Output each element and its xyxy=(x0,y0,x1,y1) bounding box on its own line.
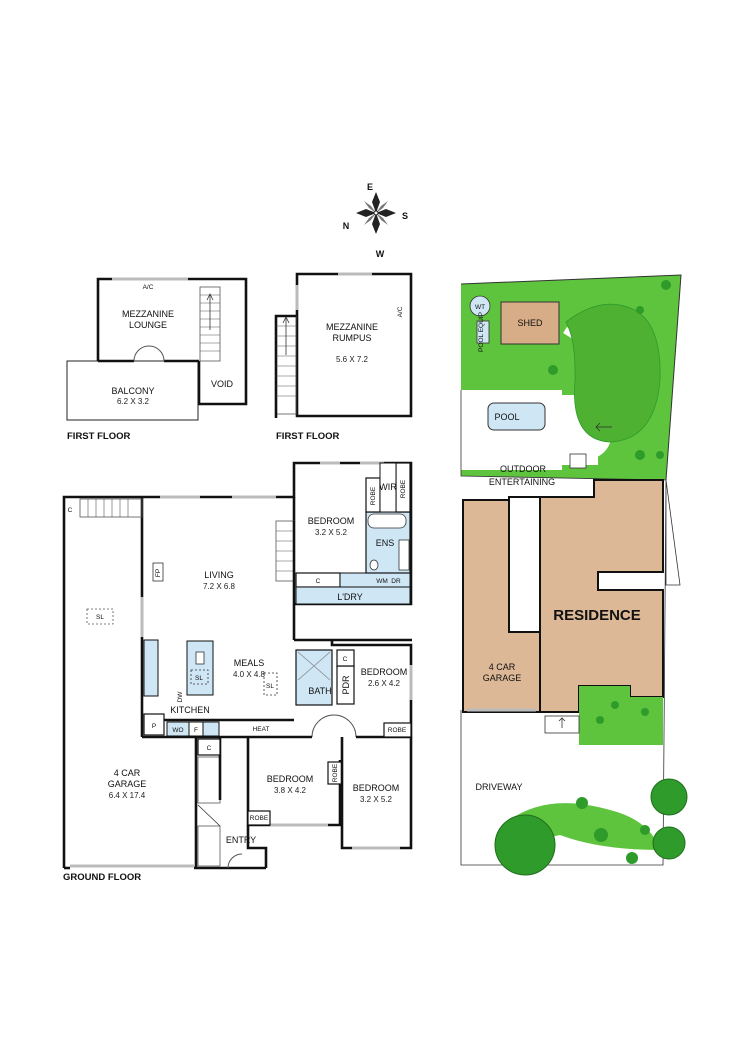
compass-west: W xyxy=(376,249,385,259)
laundry-label: L'DRY xyxy=(337,592,363,602)
robe-label-bed1b: ROBE xyxy=(400,479,407,498)
site-garage-label-2: GARAGE xyxy=(483,673,522,683)
skylight-label-meals: SL xyxy=(266,683,274,690)
cupboard-label-garage: C xyxy=(68,507,73,514)
ensuite-label: ENS xyxy=(376,538,395,548)
residence-label: RESIDENCE xyxy=(553,607,641,624)
first-floor-left-plan xyxy=(66,277,248,421)
compass-east: E xyxy=(367,182,373,192)
cupboard-label-pdr: C xyxy=(343,656,348,663)
bedroom-4-label: BEDROOM xyxy=(353,783,400,793)
garage-dimensions: 6.4 X 17.4 xyxy=(109,791,146,800)
ac-label-rumpus: A/C xyxy=(397,306,404,317)
pantry-label: P xyxy=(152,723,156,730)
balcony-dimensions: 6.2 X 3.2 xyxy=(117,397,150,406)
dryer-label: DR xyxy=(391,578,401,585)
garage-label-1: 4 CAR xyxy=(114,768,141,778)
cupboard-label-entry: C xyxy=(207,745,212,752)
bedroom-3-dimensions: 3.8 X 4.2 xyxy=(274,786,307,795)
balcony-label: BALCONY xyxy=(111,386,154,396)
mezzanine-lounge-label-1: MEZZANINE xyxy=(122,309,174,319)
ground-floor-title: GROUND FLOOR xyxy=(63,872,141,883)
bath-label: BATH xyxy=(308,686,331,696)
fridge-label: F xyxy=(194,727,198,734)
compass-north: N xyxy=(343,221,350,231)
robe-label-bed3: ROBE xyxy=(250,815,269,822)
first-floor-title-left: FIRST FLOOR xyxy=(67,431,130,442)
ground-floor-plan xyxy=(62,461,413,870)
bedroom-4-dimensions: 3.2 X 5.2 xyxy=(360,795,393,804)
cupboard-label-ldry: C xyxy=(316,578,321,585)
robe-label-bed1: ROBE xyxy=(370,486,377,505)
water-tank-label: WT xyxy=(475,304,485,311)
mezzanine-rumpus-dimensions: 5.6 X 7.2 xyxy=(336,355,369,364)
pool-equip-label: POOL EQUIP xyxy=(478,312,485,352)
fireplace-label: FP xyxy=(155,569,162,577)
mezzanine-lounge-label-2: LOUNGE xyxy=(129,320,167,330)
garage-label-2: GARAGE xyxy=(108,779,147,789)
bedroom-2-label: BEDROOM xyxy=(361,667,408,677)
robe-label-bed3b: ROBE xyxy=(332,763,339,782)
first-floor-right-plan xyxy=(274,272,413,418)
bedroom-2-dimensions: 2.6 X 4.2 xyxy=(368,679,401,688)
outdoor-label-2: ENTERTAINING xyxy=(489,477,555,487)
wall-oven-label: WO xyxy=(172,727,183,734)
wir-label: WIR xyxy=(379,482,397,492)
kitchen-label: KITCHEN xyxy=(170,705,210,715)
robe-label-bed2: ROBE xyxy=(388,727,407,734)
bedroom-1-dimensions: 3.2 X 5.2 xyxy=(315,528,348,537)
entry-label: ENTRY xyxy=(226,835,256,845)
meals-dimensions: 4.0 X 4.8 xyxy=(233,670,266,679)
meals-label: MEALS xyxy=(234,658,265,668)
pool-label: POOL xyxy=(494,412,519,422)
skylight-label-kitchen: SL xyxy=(195,675,203,682)
bedroom-1-label: BEDROOM xyxy=(308,516,355,526)
driveway-label: DRIVEWAY xyxy=(475,782,522,792)
site-plan xyxy=(460,274,688,876)
first-floor-title-right: FIRST FLOOR xyxy=(276,431,339,442)
skylight-label-garage: SL xyxy=(96,614,104,621)
living-dimensions: 7.2 X 6.8 xyxy=(203,582,236,591)
compass-south: S xyxy=(402,211,408,221)
outdoor-label-1: OUTDOOR xyxy=(500,464,546,474)
powder-room-label: PDR xyxy=(341,675,351,695)
ac-label: A/C xyxy=(143,284,154,291)
mezzanine-rumpus-label-2: RUMPUS xyxy=(332,333,371,343)
dishwasher-label: DW xyxy=(177,691,184,703)
shed-label: SHED xyxy=(517,318,543,328)
bedroom-3-label: BEDROOM xyxy=(267,774,314,784)
living-label: LIVING xyxy=(204,570,234,580)
compass-rose xyxy=(356,192,396,234)
void-label: VOID xyxy=(211,379,234,389)
site-garage-label-1: 4 CAR xyxy=(489,662,516,672)
heater-label: HEAT xyxy=(253,726,270,733)
washing-machine-label: WM xyxy=(376,578,388,585)
mezzanine-rumpus-label-1: MEZZANINE xyxy=(326,322,378,332)
